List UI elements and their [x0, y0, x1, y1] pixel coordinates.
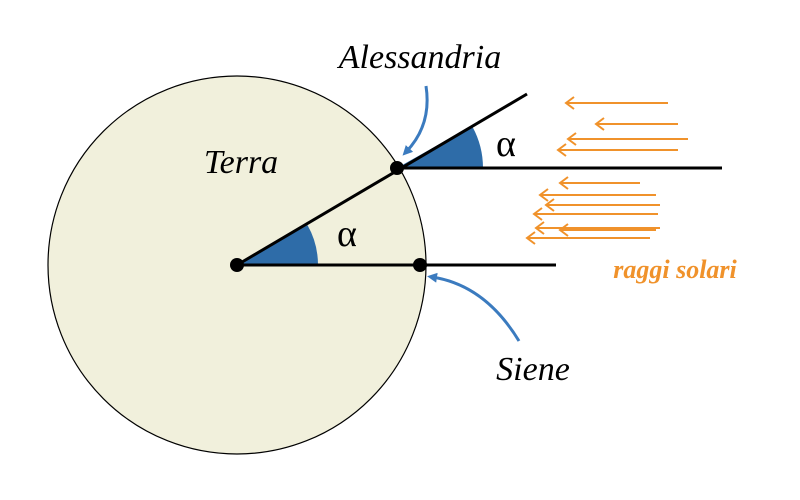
sun-rays-upper	[556, 96, 688, 157]
alessandria-label: Alessandria	[337, 39, 501, 76]
alpha-alessandria-label: α	[496, 123, 516, 165]
alpha-center-label: α	[337, 213, 357, 255]
siene-point	[413, 258, 427, 272]
terra-label: Terra	[204, 144, 278, 181]
center-angle-wedge	[237, 225, 318, 265]
sun-rays-lower	[525, 176, 660, 245]
earth-center-point	[230, 258, 244, 272]
siene-pointer-arrow	[427, 272, 521, 342]
alessandria-point	[390, 161, 404, 175]
raggi-solari-label: raggi solari	[613, 255, 737, 284]
alessandria-pointer-arrow	[402, 85, 429, 156]
radius-to-alessandria	[236, 92, 528, 267]
siene-label: Siene	[496, 351, 570, 388]
